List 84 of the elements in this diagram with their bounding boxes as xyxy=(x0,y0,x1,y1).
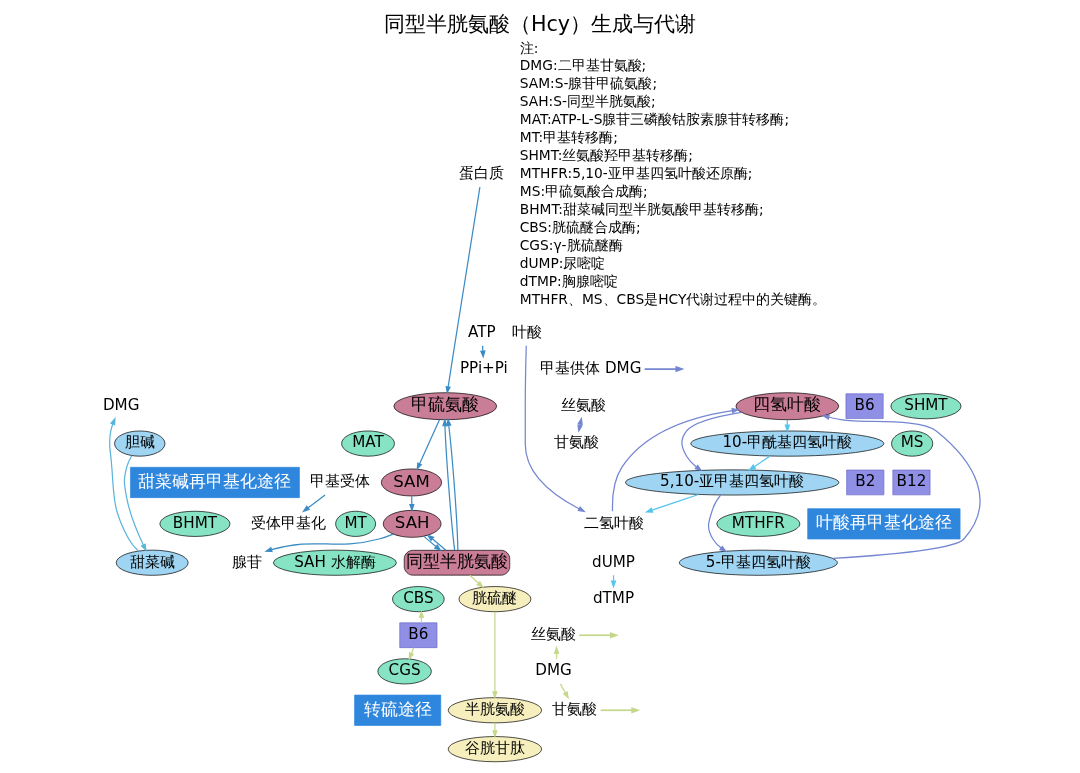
label: MTHFR:5,10-亚甲基四氢叶酸还原酶; xyxy=(519,165,753,182)
arrow xyxy=(681,411,742,472)
arrow xyxy=(492,722,498,739)
node-ellipse: 5,10-亚甲基四氢叶酸 xyxy=(625,469,840,496)
node-ellipse: MT xyxy=(335,510,376,537)
arrow xyxy=(611,407,740,512)
label: BHMT:甜菜碱同型半胱氨酸甲基转移酶; xyxy=(519,200,764,217)
label: CBS:胱硫醚合成酶; xyxy=(519,218,641,235)
arrow xyxy=(446,418,459,551)
node-ellipse: BHMT xyxy=(159,510,231,537)
diagram-title: 同型半胱氨酸（Hcy）生成与代谢 xyxy=(383,11,697,36)
label: MT:甲基转移酶; xyxy=(519,129,618,146)
node-ellipse: SAM xyxy=(381,468,442,497)
node-ellipse: 胱硫醚 xyxy=(458,586,532,613)
arrow xyxy=(442,418,456,551)
label: DMG:二甲基甘氨酸; xyxy=(519,57,647,74)
node-ellipse: MTHFR xyxy=(716,510,801,537)
arrow xyxy=(264,533,394,553)
label: MS:甲硫氨酸合成酶; xyxy=(519,183,648,199)
node-text: 腺苷 xyxy=(232,552,263,571)
node-ellipse: 甲硫氨酸 xyxy=(393,392,497,421)
node-ellipse: MS xyxy=(891,430,934,457)
arrow xyxy=(643,365,685,373)
node-text: 甲基受体 xyxy=(310,472,371,491)
label: MTHFR、MS、CBS是HCY代谢过程中的关键酶。 xyxy=(519,290,827,307)
label: SAH:S-同型半胱氨酸; xyxy=(519,93,656,110)
label: CGS:γ-胱硫醚酶 xyxy=(519,236,623,253)
label: dTMP:胸腺嘧啶 xyxy=(519,272,618,289)
node-text: 丝氨酸 xyxy=(531,625,577,644)
arrow xyxy=(123,455,147,552)
label: MAT:ATP-L-S腺苷三磷酸钴胺素腺苷转移酶; xyxy=(519,111,790,128)
node-text: DMG xyxy=(102,396,140,415)
arrow xyxy=(445,186,481,395)
node-text: 受体甲基化 xyxy=(250,513,326,532)
node-box: 甜菜碱再甲基化途径 xyxy=(130,466,300,498)
node-box: B12 xyxy=(892,469,931,496)
node-text: 甲基供体 DMG xyxy=(540,358,642,377)
node-box: 同型半胱氨酸 xyxy=(403,549,511,576)
label: dUMP:尿嘧啶 xyxy=(519,254,606,271)
arrow xyxy=(524,345,586,513)
node-ellipse: 甜菜碱 xyxy=(115,549,189,576)
node-box: B6 xyxy=(399,622,438,648)
node-text: 蛋白质 xyxy=(459,164,505,183)
arrow xyxy=(426,534,447,551)
node-text: dUMP xyxy=(592,552,636,571)
label: 注: xyxy=(519,39,539,56)
arrow xyxy=(578,632,619,639)
node-text: 甘氨酸 xyxy=(552,700,598,719)
node-ellipse: 半胱氨酸 xyxy=(447,697,542,724)
node-ellipse: 胆碱 xyxy=(114,430,166,457)
node-ellipse: SAH xyxy=(382,509,442,538)
arrow xyxy=(492,611,498,700)
node-text: 甘氨酸 xyxy=(553,433,599,452)
arrow xyxy=(644,493,700,513)
arrow xyxy=(559,683,570,700)
node-text: DMG xyxy=(535,661,572,680)
arrow xyxy=(416,419,440,471)
node-box: 转硫途径 xyxy=(354,694,442,726)
node-ellipse: SHMT xyxy=(890,393,962,420)
arrow xyxy=(707,494,728,553)
node-ellipse: 谷胱甘肽 xyxy=(447,736,542,763)
label: SAM:S-腺苷甲硫氨酸; xyxy=(519,75,658,92)
arrow xyxy=(302,494,326,513)
node-text: 丝氨酸 xyxy=(561,396,607,415)
node-ellipse: MAT xyxy=(341,430,395,457)
arrow xyxy=(821,414,981,560)
node-box: 叶酸再甲基化途径 xyxy=(807,508,961,540)
node-ellipse: 10-甲酰基四氢叶酸 xyxy=(690,430,885,457)
label: SHMT:丝氨酸羟甲基转移酶; xyxy=(519,147,693,164)
node-text: 二氢叶酸 xyxy=(583,513,644,532)
arrow xyxy=(108,417,139,552)
node-text: PPi+Pi xyxy=(459,358,508,377)
node-ellipse: CBS xyxy=(392,586,445,613)
node-text: 叶酸 xyxy=(511,323,542,342)
node-box: B6 xyxy=(845,393,884,419)
node-ellipse: 5-甲基四氢叶酸 xyxy=(679,549,838,576)
node-box: B2 xyxy=(846,469,885,496)
node-text: dTMP xyxy=(592,588,635,607)
node-text: ATP xyxy=(468,323,496,342)
arrow xyxy=(748,455,771,471)
arrow xyxy=(599,707,641,714)
node-ellipse: SAH 水解酶 xyxy=(273,549,397,576)
node-ellipse: CGS xyxy=(377,658,432,685)
arrow xyxy=(423,535,442,552)
